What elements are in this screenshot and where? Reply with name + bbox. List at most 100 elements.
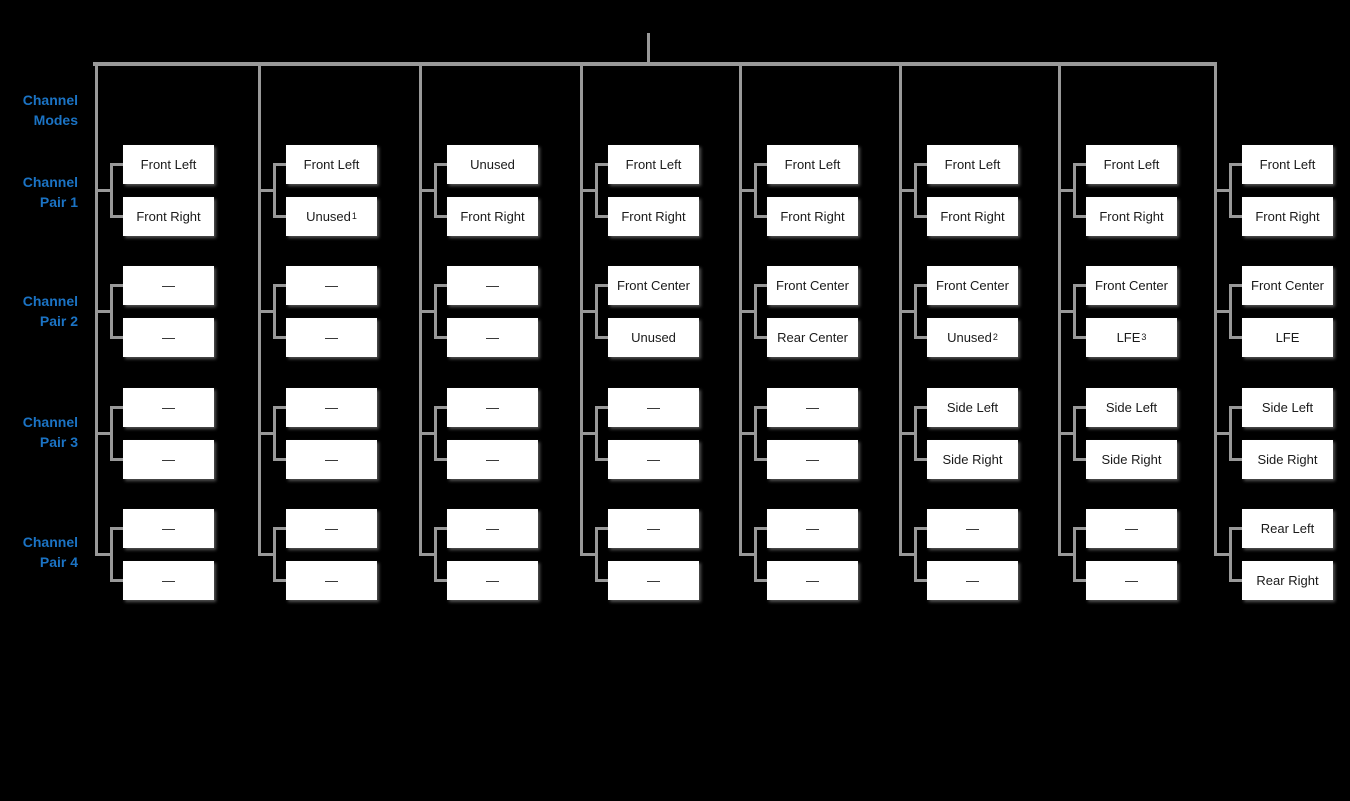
channel-box-label: — (162, 521, 175, 536)
box-connector-stub (914, 163, 928, 166)
channel-box: Front Left (608, 145, 699, 184)
pair-bracket-line (1229, 284, 1232, 339)
channel-box-label: — (486, 573, 499, 588)
channel-box: Front Center (1086, 266, 1177, 305)
channel-box-label: Front Left (1103, 157, 1160, 172)
channel-box: Side Right (1242, 440, 1333, 479)
box-connector-stub (434, 406, 448, 409)
unassigned-channel-box: — (927, 561, 1018, 600)
pair-connector-stub (739, 553, 757, 556)
channel-box-label: Front Right (136, 209, 201, 224)
box-connector-stub (754, 215, 768, 218)
channel-box: Front Right (1242, 197, 1333, 236)
box-connector-stub (595, 406, 609, 409)
pair-bracket-line (273, 406, 276, 461)
unassigned-channel-box: — (927, 509, 1018, 548)
pair-bracket-line (754, 163, 757, 218)
pair-bracket-line (1073, 406, 1076, 461)
pair-connector-stub (1058, 432, 1076, 435)
pair-connector-stub (419, 310, 437, 313)
column-trunk-line (1058, 62, 1061, 556)
channel-box-label: Front Right (780, 209, 845, 224)
box-connector-stub (1073, 527, 1087, 530)
channel-box-label: — (647, 521, 660, 536)
channel-box-label: — (966, 521, 979, 536)
pair-bracket-line (595, 284, 598, 339)
pair-bracket-line (595, 163, 598, 218)
box-connector-stub (110, 579, 124, 582)
pair-connector-stub (258, 553, 276, 556)
pair-connector-stub (580, 189, 598, 192)
pair-connector-stub (95, 189, 113, 192)
channel-box-label: — (325, 400, 338, 415)
pair-connector-stub (419, 432, 437, 435)
pair-connector-stub (739, 189, 757, 192)
box-connector-stub (914, 215, 928, 218)
channel-box-label: Front Right (1255, 209, 1320, 224)
channel-box-label: — (162, 278, 175, 293)
unassigned-channel-box: — (1086, 561, 1177, 600)
channel-box: Rear Center (767, 318, 858, 357)
channel-box: Side Left (1086, 388, 1177, 427)
channel-box-label: Front Center (617, 278, 690, 293)
channel-box-label: — (162, 400, 175, 415)
box-connector-stub (110, 163, 124, 166)
box-connector-stub (754, 406, 768, 409)
channel-box-label: Rear Center (777, 330, 848, 345)
box-connector-stub (1229, 527, 1243, 530)
box-connector-stub (434, 163, 448, 166)
box-connector-stub (1073, 579, 1087, 582)
channel-box-label: — (486, 330, 499, 345)
pair-connector-stub (258, 310, 276, 313)
unassigned-channel-box: — (123, 318, 214, 357)
box-connector-stub (595, 215, 609, 218)
unassigned-channel-box: — (286, 388, 377, 427)
pair-bracket-line (434, 284, 437, 339)
channel-box: Unused (608, 318, 699, 357)
unassigned-channel-box: — (608, 440, 699, 479)
pair-connector-stub (580, 432, 598, 435)
channel-box: Front Left (767, 145, 858, 184)
pair-connector-stub (258, 189, 276, 192)
channel-box: Rear Left (1242, 509, 1333, 548)
pair-connector-stub (1058, 310, 1076, 313)
box-connector-stub (110, 284, 124, 287)
pair-bracket-line (914, 527, 917, 582)
channel-box-label: — (806, 452, 819, 467)
pair-bracket-line (110, 406, 113, 461)
channel-box-label: Side Left (946, 400, 999, 415)
channel-box-label: Front Left (140, 157, 197, 172)
box-connector-stub (110, 215, 124, 218)
pair-bracket-line (754, 527, 757, 582)
channel-box-label: Side Right (942, 452, 1003, 467)
channel-box: Front Right (447, 197, 538, 236)
box-connector-stub (914, 284, 928, 287)
unassigned-channel-box: — (123, 561, 214, 600)
channel-box-label: Front Left (944, 157, 1001, 172)
channel-box-label: Front Center (1095, 278, 1168, 293)
box-connector-stub (110, 527, 124, 530)
column-trunk-line (95, 62, 98, 556)
pair-connector-stub (899, 553, 917, 556)
box-connector-stub (1229, 215, 1243, 218)
channel-box-label: — (806, 521, 819, 536)
channel-box-label: Front Center (1251, 278, 1324, 293)
channel-box: Front Left (123, 145, 214, 184)
channel-pair-4-label: Channel Pair 4 (22, 534, 78, 570)
unassigned-channel-box: — (447, 440, 538, 479)
unassigned-channel-box: — (608, 561, 699, 600)
pair-connector-stub (419, 553, 437, 556)
channel-box: Side Right (927, 440, 1018, 479)
pair-connector-stub (1214, 432, 1232, 435)
box-connector-stub (914, 336, 928, 339)
pair-connector-stub (580, 310, 598, 313)
box-connector-stub (914, 579, 928, 582)
unassigned-channel-box: — (767, 440, 858, 479)
tree-root-stem (647, 33, 650, 66)
box-connector-stub (1229, 336, 1243, 339)
box-connector-stub (1073, 458, 1087, 461)
channel-box-label: — (486, 400, 499, 415)
unassigned-channel-box: — (767, 388, 858, 427)
